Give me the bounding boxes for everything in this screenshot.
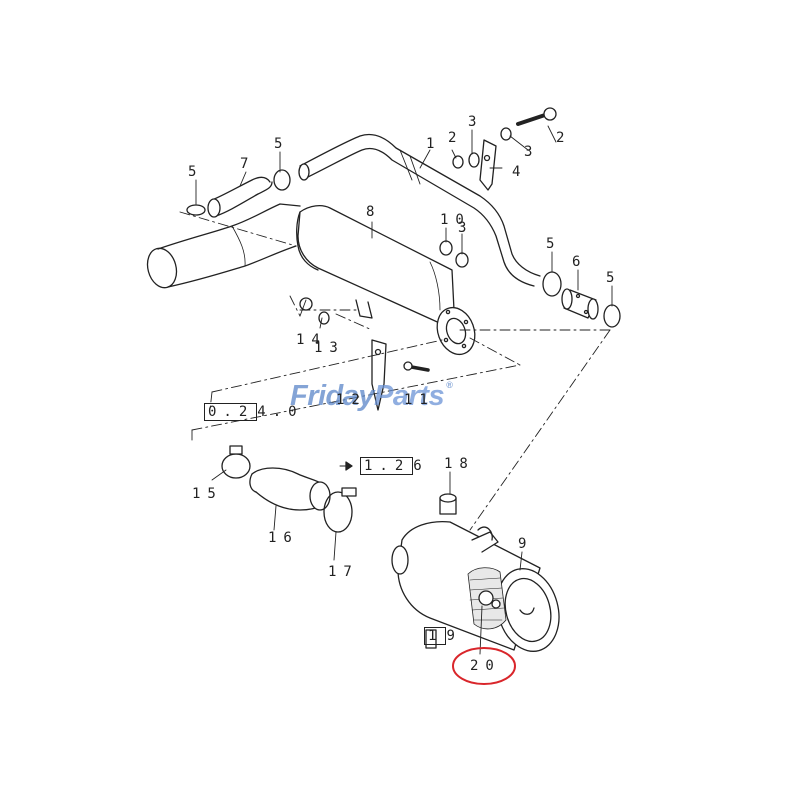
callout-5: 5 (274, 136, 290, 152)
callout-4: 4 (512, 164, 528, 180)
callout-11: 11 (404, 392, 435, 408)
callout-5: 5 (188, 164, 204, 180)
brand-watermark: FridayParts® (290, 380, 453, 413)
callout-2: 2 (556, 130, 572, 146)
callout-3: 3 (524, 144, 540, 160)
hose-16 (249, 467, 331, 511)
callout-6: 6 (572, 254, 588, 270)
callout-5: 5 (546, 236, 562, 252)
leader-lines (179, 211, 611, 531)
hanger-12 (371, 339, 430, 411)
bracket-4 (452, 107, 557, 191)
callout-7: 7 (240, 156, 256, 172)
callout-17: 17 (328, 564, 359, 580)
ref-box: 1.2 (360, 457, 414, 475)
registered-mark: ® (446, 380, 453, 390)
callout-20: 20 (470, 658, 501, 674)
ref-box: 0.2 (204, 403, 258, 421)
callout-leaders (195, 125, 613, 655)
air-filter-9 (391, 520, 560, 652)
ref-box: 1 (424, 627, 447, 645)
callout-18: 18 (444, 456, 475, 472)
callout-2: 2 (448, 130, 464, 146)
pipe-1 (298, 133, 541, 287)
callout-14: 14 (296, 332, 327, 348)
callout-1: 1 (426, 136, 442, 152)
callout-5: 5 (606, 270, 622, 286)
highlight-ring (452, 647, 516, 685)
ref-tail: 6 (413, 458, 429, 474)
pipe-sleeve-6 (542, 271, 621, 328)
tail-pipe (146, 203, 301, 289)
callout-13: 13 (314, 340, 345, 356)
ref-tail: 4.0 (257, 404, 304, 420)
callout-3: 3 (458, 220, 474, 236)
callout-10: 10 (440, 212, 471, 228)
brand-text-a: Friday (290, 380, 375, 412)
callout-12: 12 (336, 392, 367, 408)
ref-tail: 9 (446, 628, 462, 644)
clamp-17 (323, 487, 357, 533)
muffler (296, 205, 476, 356)
callout-16: 16 (268, 530, 299, 546)
callout-3: 3 (468, 114, 484, 130)
hose-7 (186, 169, 291, 218)
clamp-15 (221, 445, 251, 479)
fitting-18 (439, 493, 457, 515)
callout-8: 8 (366, 204, 382, 220)
brand-text-b: Parts (374, 380, 445, 412)
callout-9: 9 (518, 536, 534, 552)
callout-15: 15 (192, 486, 223, 502)
